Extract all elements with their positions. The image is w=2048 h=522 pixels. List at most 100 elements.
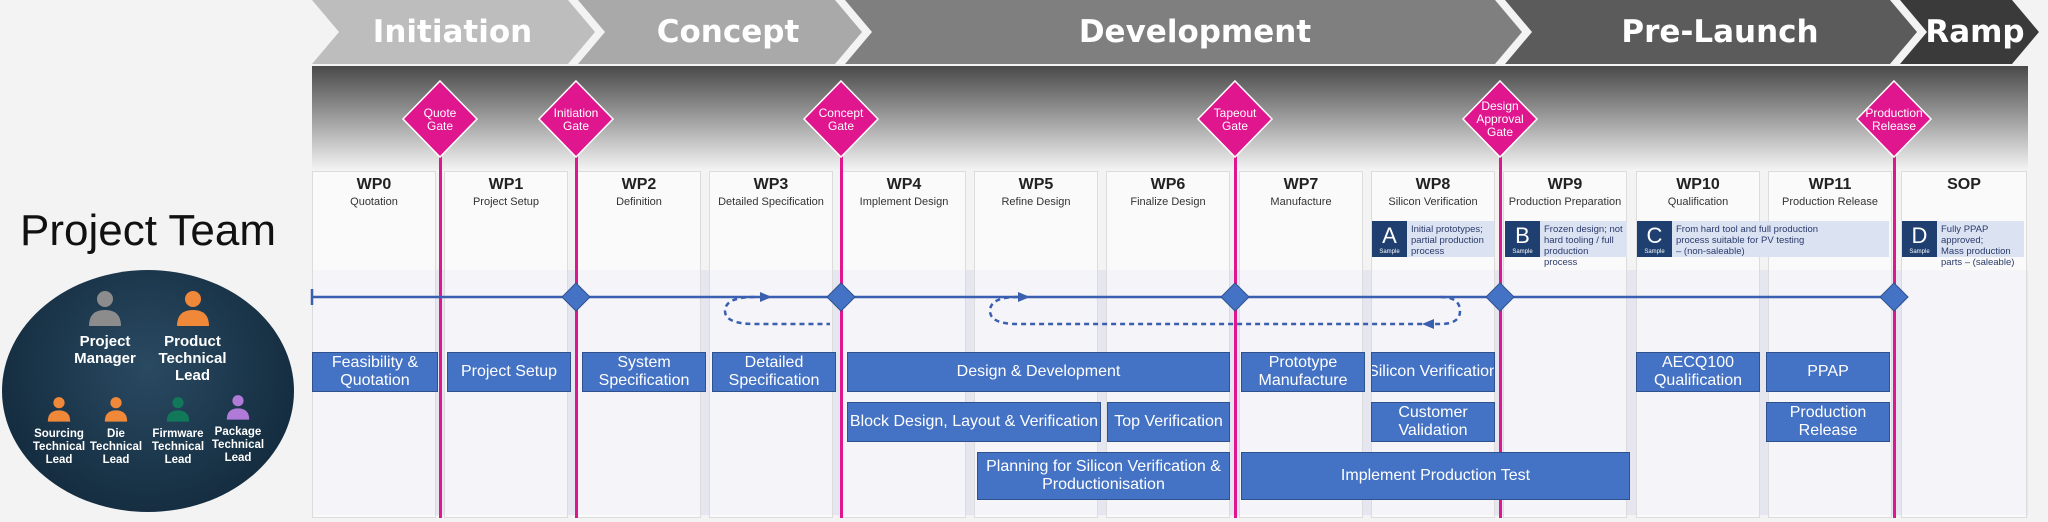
phase-development: Development [1078,14,1312,50]
wp-name: Project Setup [472,196,540,208]
wp-name: Detailed Specification [718,196,824,208]
gate-diamond-design-approval [1461,79,1539,159]
wp-id: WP11 [1808,176,1852,193]
wp-name: Quotation [350,196,398,208]
gate-diamond-initiation [537,79,615,159]
milestone-diamond-initiation [561,282,591,312]
team-member-package-technical-lead: Package Technical Lead [206,393,270,465]
gate-line-design-approval [1499,152,1502,518]
sample-text: Initial prototypes; partial production p… [1411,224,1484,257]
wp-id: WP7 [1283,176,1319,193]
phase-pre-launch: Pre-Launch [1621,14,1819,50]
gate-line-tapeout [1234,152,1237,518]
iteration-loop-concept [723,295,830,326]
milestone-diamond-production-release [1879,282,1909,312]
gate-diamond-production-release [1855,79,1933,159]
phase-chevron-initiation [312,0,595,64]
activity-planning-silicon-verification: Planning for Silicon Verification & Prod… [977,452,1230,500]
team-oval [2,270,294,512]
gate-diamond-tapeout [1196,79,1274,159]
person-icon [104,397,128,422]
phase-chevrons [312,0,2039,64]
team-title: Project Team [20,206,276,255]
gate-label-initiation: Initiation Gate [553,106,599,133]
gate-label-production-release: Production Release [1865,106,1923,133]
activity-detailed-specification: Detailed Specification [712,352,836,392]
team-member-sourcing-technical-lead: Sourcing Technical Lead [28,395,90,467]
milestone-diamonds [561,282,1909,312]
activity-silicon-verification: Silicon Verification [1371,352,1495,392]
wp-name: Qualification [1667,196,1729,208]
person-icon [166,397,190,422]
wp-id: WP4 [886,176,922,193]
milestone-diamond-tapeout [1220,282,1250,312]
wp-name: Production Preparation [1508,196,1622,208]
team-member-role: Firmware Technical Lead [151,428,205,466]
wp-name: Finalize Design [1130,196,1206,208]
team-member-role: Project Manager [74,333,136,367]
phase-chevron-ramp [1900,0,2039,64]
sample-text: Frozen design; not hard tooling / full p… [1544,224,1623,268]
wp-name: Manufacture [1270,196,1332,208]
activity-implement-production-test: Implement Production Test [1241,452,1630,500]
phase-chevron-concept [578,0,862,64]
team-member-product-technical-lead: Product Technical Lead [150,288,235,384]
team-member-firmware-technical-lead: Firmware Technical Lead [145,395,211,467]
wp-id: WP0 [356,176,392,193]
iteration-loop-development [988,295,1462,326]
gate-line-initiation [575,152,578,518]
team-member-role: Package Technical Lead [211,426,265,464]
person-icon [89,291,121,326]
wp-name: Refine Design [1001,196,1071,208]
activity-customer-validation: Customer Validation [1371,402,1495,442]
activity-block-design-layout-verification: Block Design, Layout & Verification [847,402,1101,442]
wp-name: Implement Design [859,196,949,208]
person-icon [176,291,209,326]
sample-text: From hard tool and full production proce… [1676,224,1819,257]
wp-name: Silicon Verification [1388,196,1478,208]
person-icon [226,395,250,420]
person-icon [47,397,71,422]
phase-ramp: Ramp [1925,14,2025,50]
wp-name: Definition [616,196,662,208]
activity-project-setup: Project Setup [447,352,571,392]
gate-line-production-release [1893,152,1896,518]
wp-id: SOP [1947,176,1981,193]
activity-system-specification: System Specification [582,352,706,392]
activity-production-release: Production Release [1766,402,1890,442]
wp-id: WP8 [1415,176,1451,193]
activity-ppap: PPAP [1766,352,1890,392]
milestone-diamond-concept [826,282,856,312]
gate-label-quote: Quote Gate [423,106,457,133]
wp-id: WP9 [1547,176,1583,193]
gate-label-tapeout: Tapeout Gate [1213,106,1257,133]
team-member-role: Product Technical Lead [158,333,227,384]
sample-text: Fully PPAP approved; Mass production par… [1941,224,2015,268]
gate-line-concept [840,152,843,518]
activity-feasibility-quotation: Feasibility & Quotation [312,352,438,392]
phase-chevron-development [845,0,1522,64]
milestone-diamond-design-approval [1485,282,1515,312]
team-member-role: Die Technical Lead [89,428,143,466]
team-member-die-technical-lead: Die Technical Lead [88,395,144,467]
team-member-role: Sourcing Technical Lead [32,428,86,466]
iteration-arrow-concept [760,292,772,302]
wp-id: WP10 [1676,176,1720,193]
activity-design-development: Design & Development [847,352,1230,392]
iteration-arrow-development [1018,292,1030,302]
wp-id: WP3 [753,176,789,193]
gate-label-design-approval: Design Approval Gate [1476,99,1524,139]
gate-line-quote [439,152,442,518]
gate-label-concept: Concept Gate [818,106,864,133]
gate-diamond-concept [802,79,880,159]
